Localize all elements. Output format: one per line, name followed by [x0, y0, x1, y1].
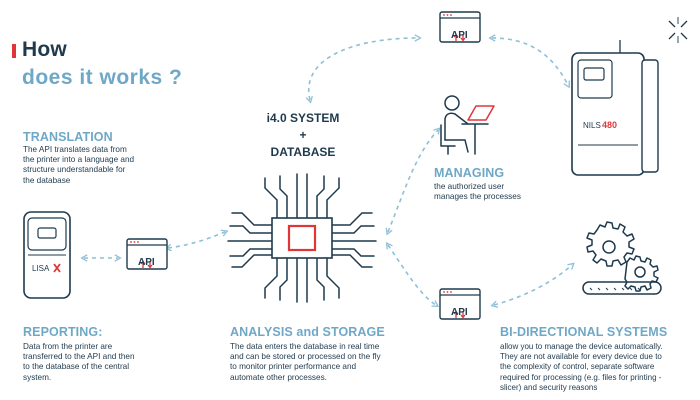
api-label-bottom: API	[451, 307, 468, 318]
page-title: How	[22, 38, 67, 61]
gears-conveyor-icon	[582, 221, 662, 295]
section-body: The data enters the database in real tim…	[230, 342, 420, 383]
body-line: required for processing (e.g. files for …	[500, 372, 662, 382]
center-heading-line3: DATABASE	[270, 145, 336, 159]
body-line: the complexity of control, separate soft…	[500, 362, 655, 372]
api-label-top: API	[451, 30, 468, 41]
title-accent-bar	[12, 44, 16, 58]
body-line: and can be stored or processed on the fl…	[230, 352, 381, 362]
body-line: to monitor printer performance and	[230, 362, 357, 372]
body-line: The API translates data from	[23, 145, 127, 154]
left-printer-brand: LISA	[32, 264, 50, 273]
section-body: allow you to manage the device automatic…	[500, 342, 696, 393]
section-body: The API translates data from the printer…	[23, 145, 203, 186]
body-line: the database	[23, 175, 71, 185]
cpu-chip-icon	[227, 173, 377, 303]
printer-icon: LISA	[23, 211, 71, 299]
body-line: manages the processes	[434, 192, 521, 202]
section-bidirectional: BI-DIRECTIONAL SYSTEMS allow you to mana…	[500, 325, 696, 393]
section-reporting: REPORTING: Data from the printer are tra…	[23, 325, 203, 383]
body-line: Data from the printer are	[23, 342, 113, 351]
section-title: ANALYSIS and STORAGE	[230, 325, 385, 339]
body-line: They are not available for every device …	[500, 352, 662, 362]
page-subtitle: does it works ?	[22, 66, 183, 89]
section-analysis: ANALYSIS and STORAGE The data enters the…	[230, 325, 420, 383]
section-managing: MANAGING the authorized user manages the…	[434, 166, 564, 202]
body-line: to the database of the central	[23, 362, 130, 372]
section-title: TRANSLATION	[23, 130, 113, 144]
body-line: allow you to manage the device automatic…	[500, 342, 663, 351]
center-heading-line2: +	[299, 128, 307, 142]
body-line: structure understandable for	[23, 165, 126, 175]
right-printer-model: 480	[602, 120, 617, 130]
center-heading-line1: i4.0 SYSTEM	[266, 111, 340, 125]
right-printer-brand: NILS	[583, 121, 601, 130]
body-line: system.	[23, 372, 52, 382]
user-at-laptop-icon	[440, 95, 495, 155]
center-heading: i4.0 SYSTEM + DATABASE	[248, 110, 358, 161]
body-line: the printer into a language and	[23, 155, 135, 165]
body-line: The data enters the database in real tim…	[230, 342, 380, 351]
section-title: REPORTING:	[23, 325, 103, 339]
api-label-left: API	[138, 257, 155, 268]
logo-star-icon	[668, 17, 688, 43]
printer-icon: NILS 480	[571, 40, 659, 176]
body-line: the authorized user	[434, 182, 505, 191]
section-title: MANAGING	[434, 166, 505, 180]
section-translation: TRANSLATION The API translates data from…	[23, 130, 203, 186]
body-line: automate other processes.	[230, 372, 327, 382]
connectors	[80, 34, 575, 308]
body-line: transferred to the API and then	[23, 352, 135, 362]
section-body: Data from the printer are transferred to…	[23, 342, 203, 383]
section-title: BI-DIRECTIONAL SYSTEMS	[500, 325, 668, 339]
body-line: slicer) and security reasons	[500, 382, 598, 392]
section-body: the authorized user manages the processe…	[434, 182, 564, 202]
